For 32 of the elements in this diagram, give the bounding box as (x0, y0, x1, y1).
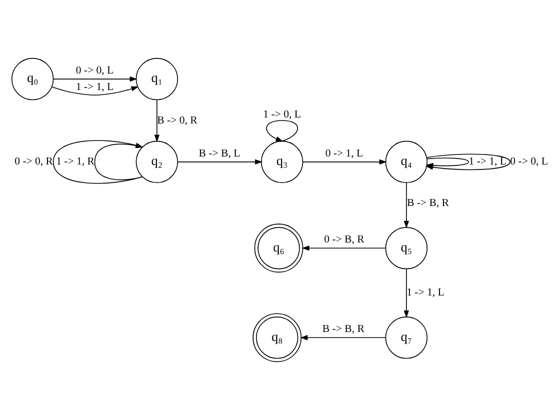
arrow (302, 159, 387, 165)
edge-label: 0 -> 0, L (76, 64, 114, 77)
node-circle: q₀ (11, 58, 54, 100)
edge-label: 0 -> 1, L (325, 147, 364, 160)
edge-label: 1 -> 0, L (263, 108, 301, 120)
edge-label: B -> B, R (406, 197, 449, 210)
node-circle: q₇ (385, 316, 428, 359)
node-circle: q₃ (260, 140, 304, 184)
edge-label: 1 -> 1, L (468, 156, 507, 168)
arrow (266, 120, 298, 142)
arrow (52, 86, 139, 96)
edge-label: 0 -> 0, R (14, 156, 54, 168)
edge-label: 0 -> 0, L (510, 156, 548, 168)
arrow (52, 76, 138, 82)
edge-label: B -> B, L (198, 147, 240, 160)
edge-label: 0 -> B, R (324, 234, 364, 246)
edge-label: 1 -> 1, R (56, 156, 94, 168)
edge-label: 1 -> 1, L (76, 81, 114, 94)
node-circle: q₈ (252, 313, 302, 362)
node-circle: q₄ (385, 140, 428, 184)
node-circle: q₆ (254, 224, 304, 273)
edge-label: B -> 0, R (157, 114, 198, 126)
arrow (300, 335, 386, 340)
edge-label: 1 -> 1, L (406, 286, 444, 299)
arrow (177, 159, 263, 165)
node-circle: q₁ (136, 58, 178, 100)
arrow (302, 246, 386, 251)
arrow (404, 182, 410, 228)
arrow (404, 268, 410, 318)
arrow (154, 100, 160, 142)
node-circle: q₅ (385, 227, 428, 270)
edge-label: B -> B, R (322, 323, 364, 336)
